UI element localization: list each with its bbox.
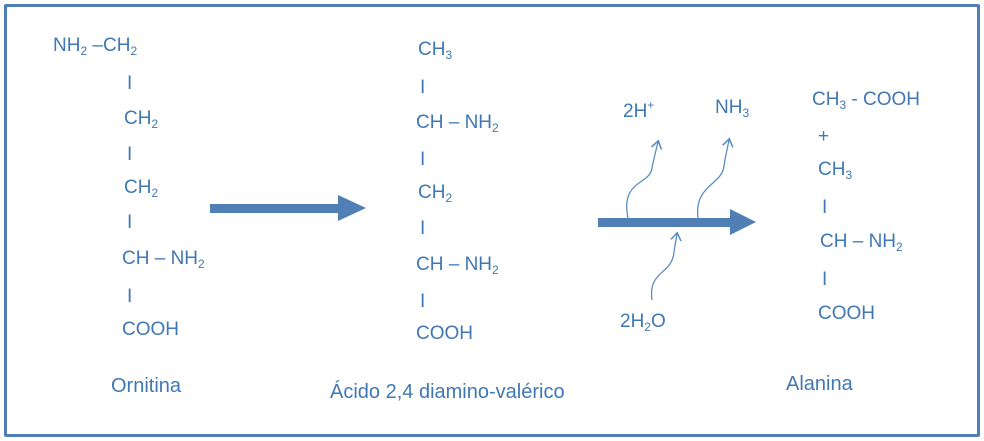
diamino-row-3: CH2	[418, 182, 453, 205]
ornitina-bond-4: I	[127, 286, 133, 307]
alanina-bond-1: I	[822, 197, 828, 218]
acetic-acid-label: CH3 - COOH	[812, 89, 921, 112]
alanina-bond-2: I	[822, 269, 828, 290]
reaction-arrow-1	[210, 195, 366, 221]
alanina-row-2: CH – NH2	[820, 231, 903, 254]
nh3-release-arrow	[697, 140, 729, 219]
diamino-bond-4: I	[420, 291, 426, 312]
ornitina-row-3: CH2	[124, 177, 159, 200]
alanina-name: Alanina	[786, 373, 853, 395]
ornitina-row-1: NH2 –CH2	[53, 35, 138, 58]
diamino-bond-3: I	[420, 218, 426, 239]
reaction-arrow-2	[598, 209, 756, 235]
diamino-valerico-name: Ácido 2,4 diamino-valérico	[330, 381, 565, 403]
water-input-arrow	[650, 234, 677, 301]
water-label: 2H2O	[620, 311, 666, 334]
diamino-row-1: CH3	[418, 39, 453, 62]
ornitina-bond-1: I	[127, 73, 133, 94]
ornitina-row-4: CH – NH2	[122, 248, 205, 271]
alanina-row-1: CH3	[818, 159, 853, 182]
ornitina-bond-2: I	[127, 144, 133, 165]
diamino-bond-1: I	[420, 77, 426, 98]
diagram-frame	[4, 4, 980, 437]
diamino-row-2: CH – NH2	[416, 112, 499, 135]
alanina-row-3: COOH	[818, 303, 875, 324]
diamino-bond-2: I	[420, 149, 426, 170]
plus-sign: +	[818, 126, 830, 147]
ammonia-label: NH3	[715, 97, 750, 120]
ornitina-bond-3: I	[127, 212, 133, 233]
ornitina-name: Ornitina	[111, 375, 182, 397]
ornitina-row-2: CH2	[124, 108, 159, 131]
diamino-row-4: CH – NH2	[416, 254, 499, 277]
ornitina-row-5: COOH	[122, 319, 179, 340]
h-plus-release-arrow	[626, 142, 658, 219]
diamino-row-5: COOH	[416, 323, 473, 344]
h-plus-label: 2H+	[623, 98, 655, 122]
